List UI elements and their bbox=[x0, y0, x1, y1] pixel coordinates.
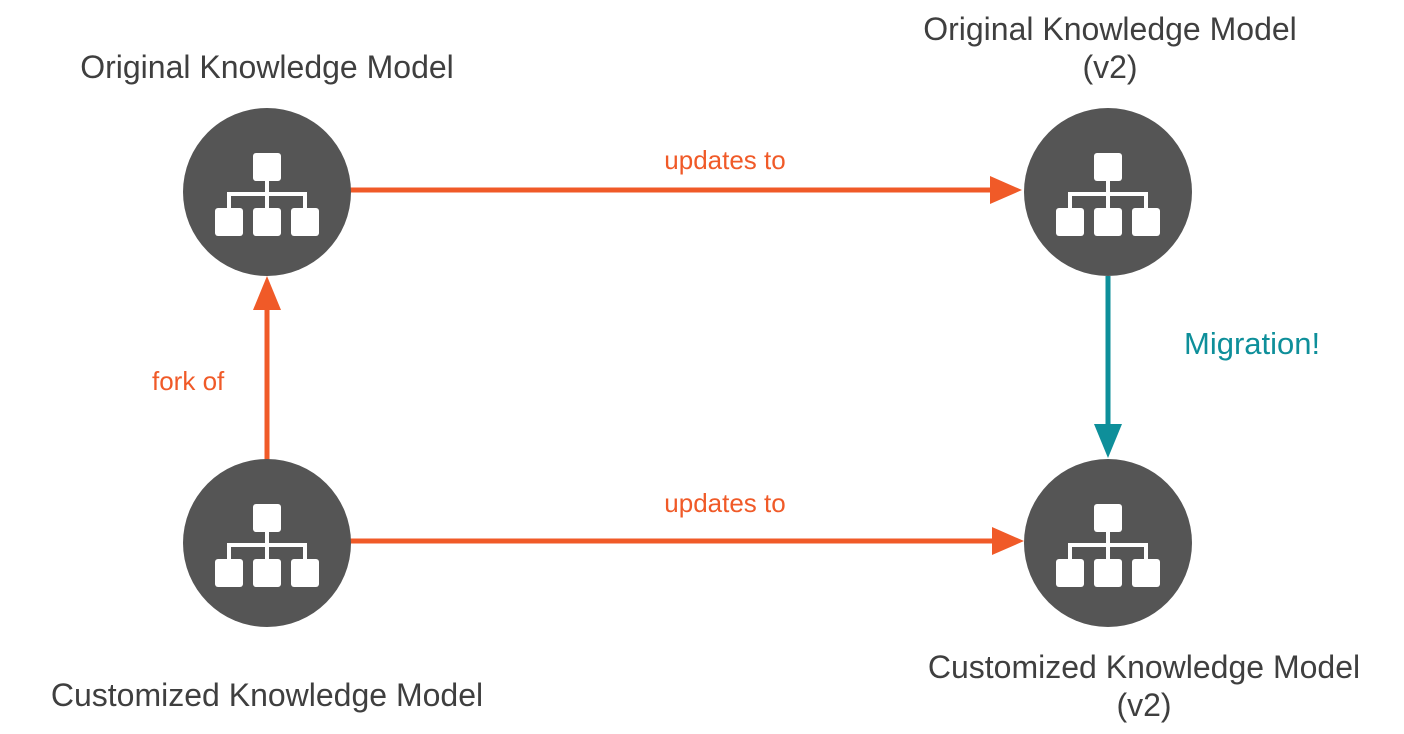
arrowhead-customized-updates bbox=[992, 527, 1024, 555]
label-customized-updates: updates to bbox=[664, 488, 786, 518]
label-customized-v2: Customized Knowledge Model (v2) bbox=[928, 648, 1360, 724]
label-original-v2-line1: Original Knowledge Model bbox=[923, 11, 1297, 47]
label-original-updates: updates to bbox=[664, 145, 786, 175]
arrowhead-original-updates bbox=[990, 176, 1022, 204]
label-original-v2: Original Knowledge Model (v2) bbox=[923, 10, 1297, 86]
label-customized-v2-line2: (v2) bbox=[1116, 687, 1172, 723]
node-original-v2 bbox=[1024, 108, 1192, 276]
label-fork: fork of bbox=[152, 366, 225, 396]
label-customized: Customized Knowledge Model bbox=[50, 677, 484, 713]
label-migration: Migration! bbox=[1184, 326, 1321, 361]
node-customized-v2 bbox=[1024, 459, 1192, 627]
node-original bbox=[183, 108, 351, 276]
node-customized bbox=[183, 459, 351, 627]
arrowhead-fork bbox=[253, 276, 281, 310]
label-original-v2-line2: (v2) bbox=[1082, 49, 1138, 85]
arrowhead-migration bbox=[1094, 424, 1122, 458]
label-original: Original Knowledge Model bbox=[80, 49, 454, 85]
label-customized-v2-line1: Customized Knowledge Model bbox=[927, 649, 1361, 685]
